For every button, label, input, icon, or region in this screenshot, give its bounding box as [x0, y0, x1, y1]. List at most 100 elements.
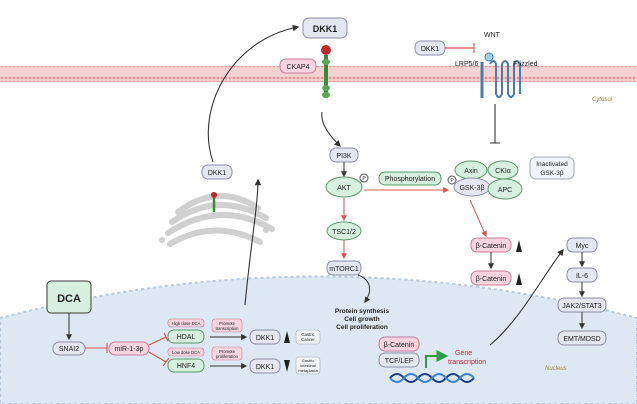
dna-helix-icon — [389, 373, 475, 383]
wnt-inhibit-line — [490, 104, 500, 144]
phosphorylation-label: Phosphorylation — [385, 176, 435, 183]
gene-transcription-label-2: transcription — [448, 359, 486, 366]
high-dose-box — [167, 318, 205, 328]
promote-transcription-label-2: transcription — [216, 326, 239, 331]
gene-transcription-arrow — [425, 350, 449, 368]
lrp56-label: LRP5/6 — [455, 61, 478, 68]
protein-synthesis-label: Protein synthesis — [335, 308, 390, 315]
snai2-label: SNAI2 — [59, 346, 79, 353]
cell-proliferation-label: Cell proliferation — [336, 324, 388, 331]
bcatenin-nuclear-box — [378, 336, 420, 352]
dkk1-top-box — [302, 17, 348, 39]
emt-label: EMT/MDSD — [563, 336, 600, 343]
bcatenin-label-2: β-Catenin — [476, 276, 507, 283]
gsk-phospho-label: P — [450, 178, 454, 184]
hdal-box — [167, 329, 205, 344]
akt-node — [325, 176, 363, 198]
ckap4-to-pi3k-arrow — [321, 111, 341, 147]
hnf4-label: HNF4 — [177, 363, 195, 370]
apc-label: APC — [498, 187, 512, 194]
gastric-im-label-1: Gastric — [302, 358, 315, 363]
dkk1-golgi-label: DKK1 — [208, 170, 226, 177]
inactivated-label-1: Inactivated — [536, 161, 568, 168]
phosphorylation-box — [378, 171, 442, 186]
gene-transcription-label-1: Gene — [455, 350, 472, 357]
akt-phospho-icon — [359, 173, 369, 183]
axin-label: Axin — [464, 168, 478, 175]
high-dose-label: High dose DCA — [172, 321, 201, 326]
mtor-to-growth-arrow — [357, 274, 371, 303]
il6-label: IL-6 — [576, 273, 588, 280]
akt-phospho-label: P — [362, 176, 366, 182]
inactivated-label-2: GSK-3β — [540, 170, 564, 177]
receptor-domain-icon — [322, 92, 330, 98]
dca-label: DCA — [57, 293, 81, 305]
gene-to-myc-arrow — [489, 248, 564, 346]
cell-membrane — [0, 66, 637, 82]
tcflef-box — [378, 352, 420, 368]
low-dose-label: Low dose DCA — [172, 350, 200, 355]
promote-transcription-box — [211, 318, 243, 333]
up-arrow-icon — [284, 331, 290, 343]
gastric-im-label-3: metaplasia — [298, 368, 318, 373]
snai2-inhibit-line — [85, 343, 108, 353]
akt-label: AKT — [337, 185, 351, 192]
gastric-im-box — [295, 356, 321, 375]
frizzled-label: Frizzled — [513, 61, 538, 68]
tcflef-label: TCF/LEF — [385, 358, 413, 365]
gastric-cancer-box — [295, 329, 321, 345]
dkk1-nuclear-box-1 — [249, 329, 281, 345]
jak2stat3-label: JAK2/STAT3 — [562, 303, 602, 310]
gsk3b-label: GSK-3β — [459, 185, 484, 192]
mir-inhibit-hdal-line — [148, 332, 169, 346]
hnf4-box — [167, 358, 205, 373]
dkk1-nuclear-label-1: DKK1 — [256, 335, 274, 342]
secretion-arrow — [207, 24, 300, 163]
dkk1-golgi-box — [201, 164, 233, 180]
low-dose-box — [167, 347, 205, 357]
mtorc1-box — [326, 260, 362, 276]
dkk1-top-label: DKK1 — [313, 24, 338, 34]
promote-proliferation-box — [211, 346, 243, 361]
mir-label: miR-1-3p — [115, 346, 144, 353]
tsc12-label: TSC1/2 — [332, 229, 356, 236]
ckap4-box — [279, 58, 317, 74]
up-arrow-icon — [516, 273, 522, 285]
mir-box — [108, 341, 150, 356]
nucleus-label: Nucleus — [545, 366, 567, 372]
inactivated-gsk-box — [529, 156, 575, 180]
dkk1-ligand-icon — [321, 45, 331, 55]
bcatenin-label-1: β-Catenin — [476, 243, 507, 250]
dkk1-nuclear-box-2 — [249, 358, 281, 374]
receptor-domain-icon — [322, 85, 330, 91]
mtorc1-label: mTORC1 — [329, 266, 359, 273]
dkk1-nuclear-label-2: DKK1 — [256, 364, 274, 371]
promote-proliferation-label-1: Promote — [219, 349, 235, 354]
cki-label: CKIα — [495, 168, 511, 175]
down-arrow-icon — [284, 360, 290, 372]
gastric-im-label-2: intestinal — [300, 363, 316, 368]
hdal-label: HDAL — [177, 334, 196, 341]
receptor-domain-icon — [322, 59, 330, 65]
cytosol-label: Cytosol — [592, 97, 613, 103]
wnt-ligand-icon — [484, 52, 494, 62]
dkk1-inhibitor-label: DKK1 — [421, 46, 439, 53]
golgi-apparatus-icon — [159, 192, 275, 247]
myc-label: Myc — [576, 243, 589, 250]
cell-growth-label: Cell growth — [344, 316, 379, 323]
complex-to-catenin-arrow — [469, 199, 487, 238]
apc-node — [487, 178, 523, 200]
wnt-label: WNT — [484, 32, 501, 39]
gastric-cancer-label-2: Cancer — [301, 337, 315, 342]
dkk1-inhibit-line — [445, 43, 475, 53]
emt-box — [557, 330, 607, 346]
mir-inhibit-hnf4-line — [148, 351, 170, 367]
up-arrow-icon — [516, 240, 522, 252]
gastric-cancer-label-1: Gastric — [301, 332, 314, 337]
promote-transcription-label-1: Promote — [219, 321, 235, 326]
bcatenin-box-2 — [470, 270, 512, 286]
nuclear-dkk1-arrow — [244, 178, 262, 306]
promote-proliferation-label-2: proliferation — [216, 354, 239, 359]
